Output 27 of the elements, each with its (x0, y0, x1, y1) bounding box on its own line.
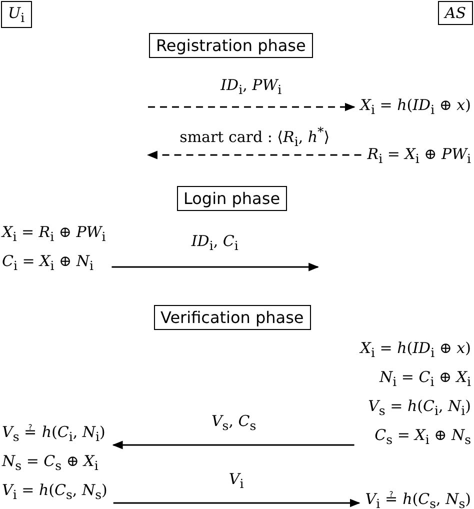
formula: V$_{s}$ = h(C$_{i}$, N$_{i}$) (367, 396, 471, 420)
dashed-arrow (146, 150, 362, 160)
formula: X$_{i}$ = h(ID$_{i}$ ⊕ x) (360, 338, 471, 362)
phase-label: Verification phase (154, 305, 311, 330)
edge-label: V$_{s}$, C$_{s}$ (211, 412, 256, 433)
formula: N$_{s}$ = C$_{s}$ ⊕ X$_{i}$ (2, 451, 100, 475)
formula: V$_{i}$ ≟ h(C$_{s}$, N$_{s}$) (365, 487, 471, 509)
formula: X$_{i}$ = h(ID$_{i}$ ⊕ x) (360, 93, 471, 122)
formula: N$_{i}$ = C$_{i}$ ⊕ X$_{i}$ (378, 367, 471, 391)
arrow (113, 498, 360, 508)
edge-label: V$_{i}$ (228, 470, 244, 491)
dashed-arrow (148, 102, 356, 112)
phase-label: Login phase (176, 186, 288, 211)
arrow (112, 440, 354, 450)
edge-label: ID$_{i}$, PW$_{i}$ (220, 76, 282, 97)
formula: C$_{s}$ = X$_{i}$ ⊕ N$_{s}$ (374, 425, 471, 449)
edge-label: ID$_{i}$, C$_{i}$ (191, 232, 238, 253)
edge-label: smart card : ⟨R$_{i}$, h$^{*}$⟩ (180, 124, 330, 149)
actor-label: U$_{i}$ (1, 1, 32, 28)
formula: X$_{i}$ = R$_{i}$ ⊕ PW$_{i}$ (2, 222, 106, 246)
phase-label: Registration phase (149, 33, 313, 58)
actor-label: AS (438, 1, 473, 25)
formula: R$_{i}$ = X$_{i}$ ⊕ PW$_{i}$ (367, 142, 471, 171)
formula: C$_{i}$ = X$_{i}$ ⊕ N$_{i}$ (2, 251, 95, 275)
formula: V$_{i}$ = h(C$_{s}$, N$_{s}$) (2, 480, 108, 504)
formula: V$_{s}$ ≟ h(C$_{i}$, N$_{i}$) (2, 422, 106, 446)
arrow (112, 262, 320, 272)
